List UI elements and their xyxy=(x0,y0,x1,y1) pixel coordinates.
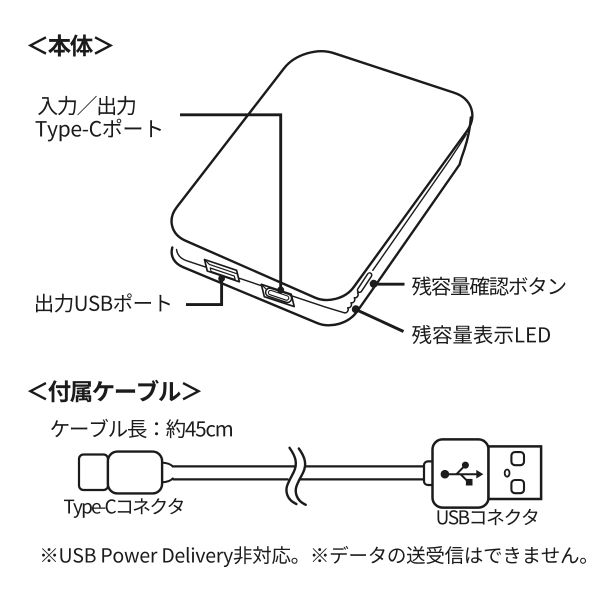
leader-led xyxy=(357,309,405,333)
cable-break-mark-1 xyxy=(285,446,298,506)
typec-pill-inner xyxy=(267,289,290,301)
leader-typec-port xyxy=(180,113,283,290)
leader-dot-button xyxy=(369,279,378,288)
usb-a-port xyxy=(203,258,241,283)
leader-dot-led xyxy=(351,305,360,314)
typec-plug-neck xyxy=(161,461,174,484)
usb-a-port-recess xyxy=(203,258,239,275)
label-typec-port-line2 xyxy=(35,118,161,142)
leader-usb-port xyxy=(186,278,224,307)
label-capacity-led-glyphs xyxy=(412,325,550,345)
device-side-seam-right xyxy=(372,133,467,271)
trident-square-node xyxy=(465,478,473,486)
footnote-text-glyphs xyxy=(42,545,586,568)
usb-trident-icon xyxy=(440,461,484,486)
label-usb-connector-glyphs xyxy=(437,508,538,526)
device-side-seam xyxy=(175,248,345,314)
label-typec-port-line1-glyphs xyxy=(38,95,135,116)
typec-port xyxy=(260,283,296,308)
label-cable-length xyxy=(51,418,232,439)
usb-cable xyxy=(77,438,543,509)
cable-break-mark-2 xyxy=(294,447,307,506)
leader-dot-usb xyxy=(218,275,226,282)
label-typec-port-line2-glyphs xyxy=(35,118,161,142)
label-usb-connector xyxy=(437,508,538,526)
usb-shell-hole-top xyxy=(510,451,526,467)
label-usb-out-port-glyphs xyxy=(36,293,170,313)
label-typec-connector-glyphs xyxy=(64,498,184,518)
trident-circle-node xyxy=(461,461,469,469)
leader-lines xyxy=(180,113,405,333)
section-cable-heading xyxy=(28,379,201,403)
device-top-face xyxy=(170,50,474,302)
powerbank-device xyxy=(170,50,474,327)
section-cable-heading-glyphs xyxy=(28,379,201,403)
section-body-heading-glyphs xyxy=(28,34,113,57)
cable-line-left xyxy=(172,465,296,481)
typec-pill-outer xyxy=(264,287,293,304)
usb-shell-oval xyxy=(503,468,511,478)
label-cable-length-glyphs xyxy=(51,418,232,439)
usb-a-port-tongue xyxy=(209,267,236,281)
trident-upper-branch xyxy=(455,466,465,475)
label-typec-port-line1 xyxy=(38,95,135,116)
section-body-heading xyxy=(28,34,113,57)
capacity-check-button xyxy=(356,272,373,294)
label-capacity-check-button-glyphs xyxy=(412,276,566,296)
label-usb-out-port xyxy=(36,293,170,313)
typec-plug-tip xyxy=(77,453,110,492)
trident-base-circle xyxy=(440,469,450,479)
cable-line-right xyxy=(298,465,425,481)
typec-plug-body xyxy=(106,450,164,495)
usb-shell-hole-bottom xyxy=(510,478,526,495)
leader-dot-typec xyxy=(277,286,285,294)
label-typec-connector xyxy=(64,498,184,518)
trident-arrow-head xyxy=(476,469,484,479)
capacity-led-marks xyxy=(343,291,359,314)
label-capacity-led xyxy=(412,325,550,345)
footnote-text xyxy=(42,545,586,568)
device-bottom-outline xyxy=(170,116,472,327)
label-capacity-check-button xyxy=(412,276,566,296)
